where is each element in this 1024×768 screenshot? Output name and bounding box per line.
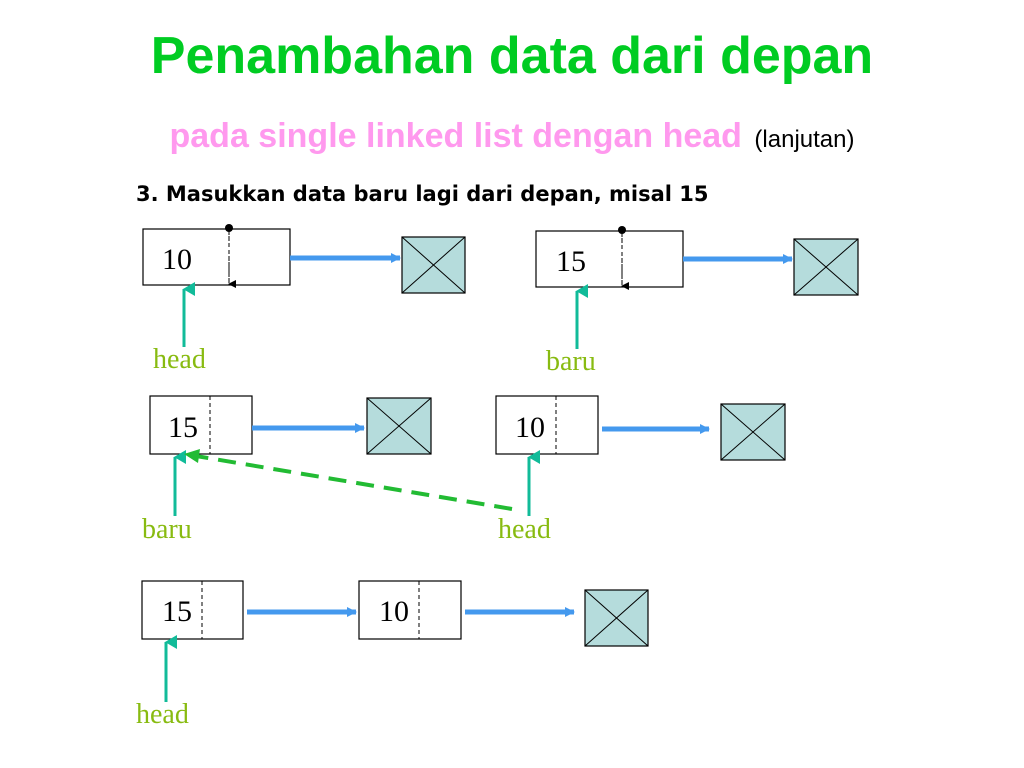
node-box (141, 580, 244, 640)
head-label: head (498, 514, 551, 545)
node-value: 10 (379, 595, 409, 628)
pointer-dot (618, 226, 626, 234)
stage1-node-10: 10 (142, 224, 291, 288)
node-box (535, 230, 684, 288)
stage3-node-10: 10 (358, 580, 462, 640)
node-box (149, 395, 253, 455)
node-value: 10 (162, 243, 192, 276)
stage3-node-15: 15 (141, 580, 244, 640)
node-box (358, 580, 462, 640)
node-value: 15 (162, 595, 192, 628)
node-box (142, 228, 291, 286)
node-value: 15 (168, 411, 198, 444)
baru-label: baru (142, 514, 192, 545)
stage2-node-15: 15 (149, 395, 253, 455)
node-value: 10 (515, 411, 545, 444)
subtitle-line: pada single linked list dengan head (lan… (0, 117, 1024, 155)
null-box (793, 238, 859, 296)
slide-title: Penambahan data dari depan (150, 27, 874, 85)
null-box (584, 589, 649, 647)
stage2-node-10: 10 (495, 395, 599, 455)
head-label: head (153, 344, 206, 375)
head-label: head (136, 699, 189, 730)
baru-label: baru (546, 346, 596, 377)
dashed-link-arrow (195, 454, 513, 511)
slide-subtitle: pada single linked list dengan head (169, 117, 742, 155)
null-box (366, 397, 432, 455)
dashed-link-arrowhead (184, 449, 200, 463)
stage-1: 10 head 15 baru (142, 224, 859, 377)
pointer-dot (225, 224, 233, 232)
null-box (401, 236, 466, 294)
stage-2: 15 baru 10 head (142, 395, 786, 545)
step-instruction: 3. Masukkan data baru lagi dari depan, m… (136, 182, 709, 206)
null-box (720, 403, 786, 461)
node-value: 15 (556, 245, 586, 278)
subtitle-note: (lanjutan) (754, 126, 855, 153)
stage1-node-15: 15 (535, 226, 684, 290)
stage-3: 15 10 head (136, 580, 649, 730)
node-box (495, 395, 599, 455)
